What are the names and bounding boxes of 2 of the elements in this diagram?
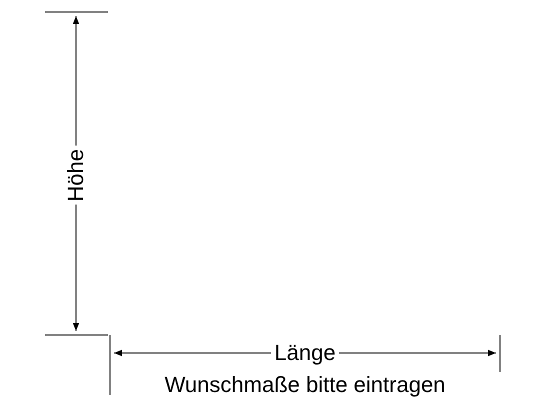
caption: Wunschmaße bitte eintragen bbox=[164, 374, 446, 396]
dimension-label: Länge bbox=[271, 342, 339, 364]
